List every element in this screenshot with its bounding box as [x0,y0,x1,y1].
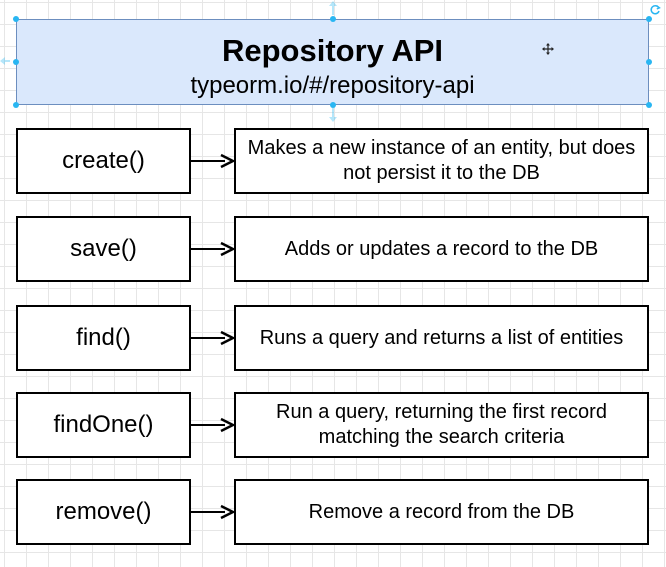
resize-handle-tl[interactable] [13,16,19,22]
connect-left-arrow-icon[interactable] [0,56,10,66]
method-label: remove() [55,498,152,525]
description-label: Makes a new instance of an entity, but d… [247,137,636,184]
title-box[interactable]: Repository API typeorm.io/#/repository-a… [16,19,649,105]
diagram-title: Repository API [221,33,444,68]
method-box-create[interactable]: create() [16,128,191,194]
method-label: create() [62,147,145,174]
arrow-right-icon [191,330,234,346]
description-box-findone[interactable]: Run a query, returning the first record … [234,392,649,458]
method-box-find[interactable]: find() [16,305,191,371]
description-label: Remove a record from the DB [308,500,575,523]
method-box-save[interactable]: save() [16,216,191,282]
arrow-right-icon [191,241,234,257]
description-label: Adds or updates a record to the DB [284,237,599,260]
resize-handle-tr[interactable] [646,16,652,22]
description-label: Run a query, returning the first record … [276,401,607,448]
method-label: save() [70,235,137,262]
resize-handle-bl[interactable] [13,102,19,108]
resize-handle-br[interactable] [646,102,652,108]
arrow-right-icon [191,504,234,520]
resize-handle-ml[interactable] [13,59,19,65]
arrow-right-icon [191,153,234,169]
move-icon [542,43,554,55]
description-box-create[interactable]: Makes a new instance of an entity, but d… [234,128,649,194]
description-box-remove[interactable]: Remove a record from the DB [234,479,649,545]
connect-down-arrow-icon[interactable] [328,108,338,122]
connect-up-arrow-icon[interactable] [328,1,338,15]
method-box-remove[interactable]: remove() [16,479,191,545]
resize-handle-tm[interactable] [330,16,336,22]
resize-handle-bm[interactable] [330,102,336,108]
arrow-right-icon [191,417,234,433]
method-label: findOne() [53,411,154,438]
description-box-save[interactable]: Adds or updates a record to the DB [234,216,649,282]
method-label: find() [76,324,131,351]
description-box-find[interactable]: Runs a query and returns a list of entit… [234,305,649,371]
resize-handle-mr[interactable] [646,59,652,65]
rotate-icon[interactable] [649,4,661,16]
method-box-findone[interactable]: findOne() [16,392,191,458]
description-label: Runs a query and returns a list of entit… [259,326,624,349]
diagram-subtitle: typeorm.io/#/repository-api [190,72,475,99]
